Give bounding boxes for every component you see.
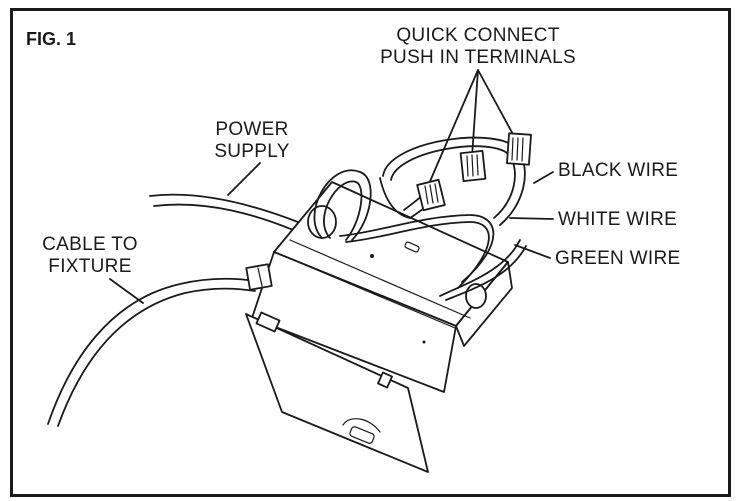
label-power-supply-line1: POWER — [215, 119, 288, 140]
label-quick-connect-line2: PUSH IN TERMINALS — [380, 47, 576, 68]
knockout-left — [307, 205, 337, 239]
figure-label: FIG. 1 — [26, 29, 76, 49]
leader-lines — [109, 69, 554, 304]
label-cable-line2: FIXTURE — [48, 256, 131, 277]
leader-terminal-3 — [477, 69, 516, 139]
label-power-supply-line2: SUPPLY — [214, 141, 289, 162]
leader-power-supply — [227, 162, 261, 196]
label-quick-connect-line1: QUICK CONNECT — [396, 25, 559, 46]
label-black-wire: BLACK WIRE — [558, 160, 678, 181]
black-wire — [382, 136, 526, 226]
leader-terminal-2 — [471, 69, 479, 158]
leader-green-wire — [514, 244, 551, 259]
terminal-2 — [459, 150, 487, 182]
terminal-3 — [506, 132, 532, 166]
wire-bundle — [313, 169, 527, 301]
cable-connector — [245, 263, 273, 291]
leader-terminal-1 — [427, 69, 479, 187]
leader-white-wire — [509, 217, 554, 220]
label-cable-line1: CABLE TO — [42, 234, 138, 255]
label-green-wire: GREEN WIRE — [555, 248, 680, 269]
label-white-wire: WHITE WIRE — [558, 209, 677, 230]
terminal-1 — [416, 178, 446, 212]
cable-to-fixture — [47, 277, 256, 427]
leader-cable — [109, 278, 144, 304]
junction-box — [245, 181, 513, 473]
leader-black-wire — [533, 171, 554, 184]
box-front-panel — [245, 313, 429, 473]
